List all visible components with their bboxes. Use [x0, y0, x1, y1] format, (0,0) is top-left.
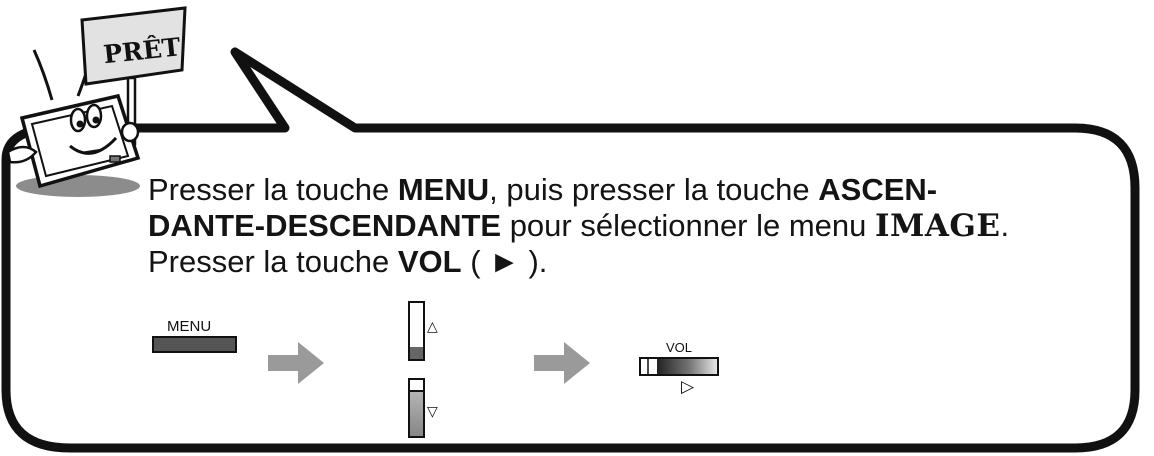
vol-key-name: VOL — [397, 244, 462, 279]
down-triangle-icon: ▽ — [427, 403, 438, 419]
menu-button-graphic — [152, 336, 237, 353]
up-triangle-icon: △ — [427, 318, 438, 334]
right-triangle-icon: ▷ — [681, 377, 695, 396]
instruction-text: Presser la touche MENU, puis presser la … — [148, 172, 1108, 280]
up-key-graphic — [408, 301, 425, 361]
instruction-segment: . — [1000, 208, 1010, 243]
updown-key-name: DANTE-DESCENDANTE — [148, 208, 502, 243]
arrow-right-icon — [534, 342, 590, 384]
mascot-shadow — [16, 175, 140, 197]
vol-key-graphic — [639, 357, 719, 376]
menu-label: MENU — [167, 318, 212, 335]
menu-key-name: MENU — [397, 172, 490, 207]
updown-key-name: ASCEN- — [818, 172, 938, 207]
down-key-graphic — [408, 378, 425, 438]
sign-board: PRÊT — [80, 6, 187, 86]
tv-mascot-illustration: PRÊT — [6, 6, 187, 197]
instruction-segment: ( ► ). — [461, 244, 548, 279]
instruction-segment: Presser la touche — [148, 244, 398, 279]
instruction-segment: , puis presser la touche — [489, 172, 819, 207]
speech-bubble — [1, 47, 1140, 453]
instruction-segment: Presser la touche — [148, 172, 398, 207]
arrow-right-icon — [268, 342, 324, 384]
menu-name: IMAGE — [875, 208, 1001, 244]
instruction-segment: pour sélectionner le menu — [501, 208, 876, 243]
vol-label: VOL — [666, 340, 693, 355]
